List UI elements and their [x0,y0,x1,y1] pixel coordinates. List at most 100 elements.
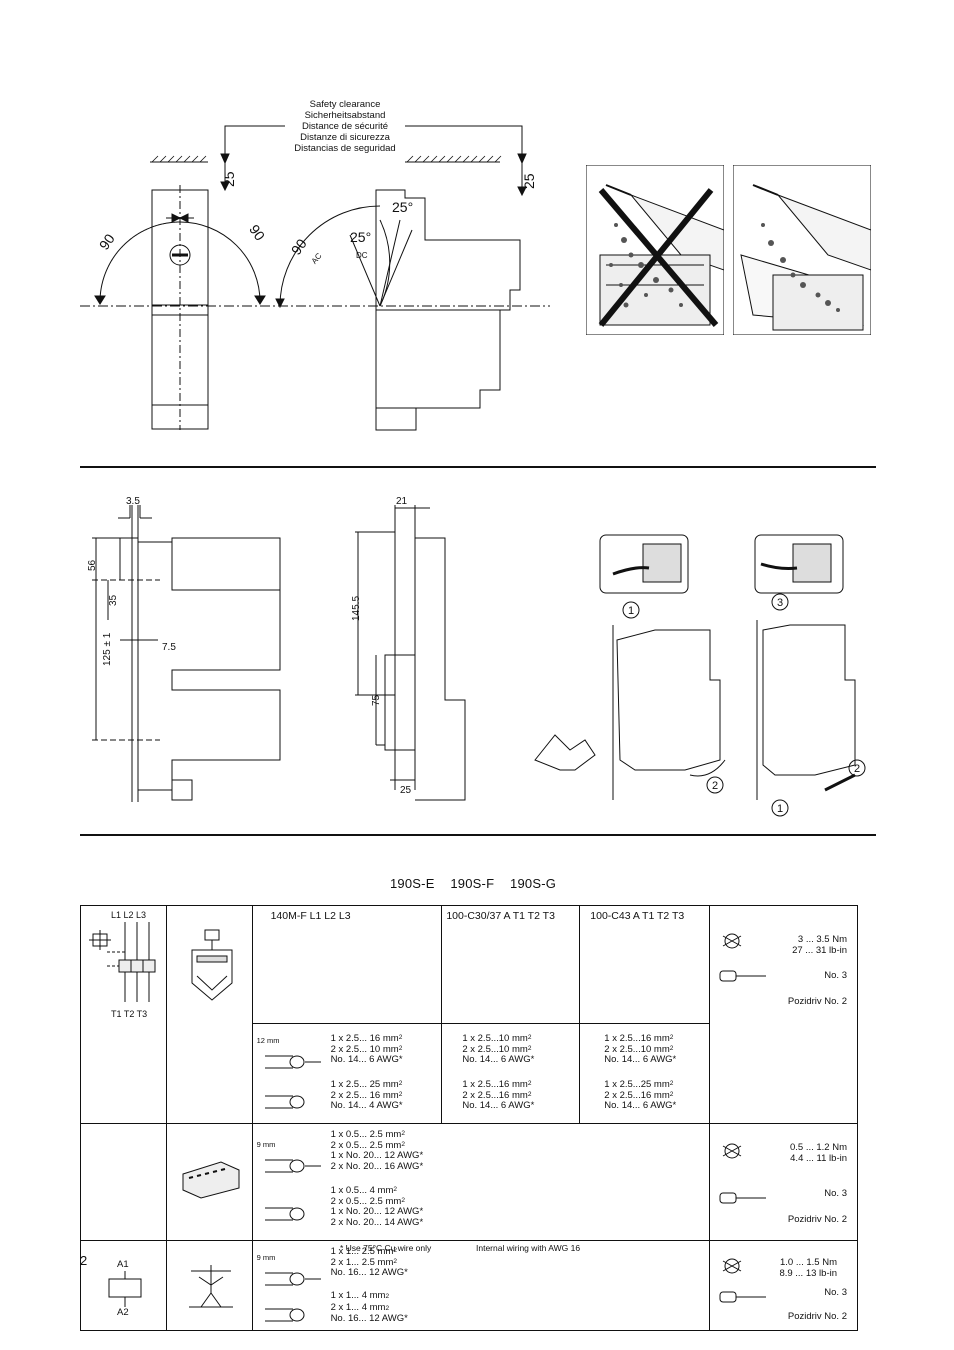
wire-spec-line: No. 14... 6 AWG* [462,1100,535,1111]
wire-spec-line: 1 x 1... 4 mm [330,1290,386,1301]
wire-spec-line: 2 x No. 20... 16 AWG* [330,1160,424,1172]
sup: 2 [393,1257,398,1265]
pozidriv-row3: Pozidriv No. 2 [787,1311,847,1322]
sup: 2 [669,1080,674,1087]
wire-spec-line: 1 x 0.5... 4 mm [330,1185,394,1196]
torque-row3: 1.0 ... 1.5 Nm 8.9 ... 13 lb-in [716,1257,847,1279]
step-2-a: 2 [712,780,718,792]
screw-icon [722,1143,742,1159]
sup: 2 [393,1247,398,1254]
torque-lbin-row3: 8.9 ... 13 lb-in [779,1268,837,1279]
aux-empty-cell [80,1123,167,1241]
wire-spec-line: 1 x 1... 2.5 mm [330,1246,394,1257]
wire-140m-f-b: 1 x 2.5... 25 mm2 2 x 2.5... 16 mm2 No. … [331,1079,403,1112]
screwdriver-icon [719,1192,767,1204]
sup: 2 [669,1044,674,1052]
mounting-steps-diagram: 1 2 3 2 1 [534,534,866,817]
torque-lbin-row1: 27 ... 31 lb-in [792,945,847,956]
dim-35: 35 [108,594,119,606]
wire-spec-line: No. 14... 6 AWG* [330,1054,403,1065]
drilling-illustration-correct [733,165,871,335]
coil-terminal-icon [188,1265,233,1308]
coil-a2-label: A2 [117,1307,129,1318]
screwdriver-icon [719,1291,767,1303]
driver-no-row3: No. 3 [824,1287,847,1298]
sup: 2 [669,1034,674,1041]
coil-a1-label: A1 [117,1259,129,1270]
divider-top [80,466,876,468]
terminal-labels-bottom: T1 T2 T3 [111,1009,148,1019]
col-header-100-c43: 100-C43 A T1 T2 T3 [579,905,711,1024]
strip-length-row3: 9 mm [256,1253,276,1262]
wire-spec-line: 2 x 2.5...16 mm [604,1089,670,1101]
torque-row2: 0.5 ... 1.2 Nm 4.4 ... 11 lb-in [716,1142,847,1164]
footnote-internal-wiring: Internal wiring with AWG 16 [476,1243,581,1253]
dimension-drawing-side: 3.5 56 35 7.5 125 ± 1 [87,496,281,802]
wire-spec-line: 2 x 2.5...16 mm [462,1089,528,1101]
wire-spec-line: 2 x 0.5... 2.5 mm [330,1195,402,1207]
coil-schematic: A1 A2 [80,1240,167,1331]
step-1-b: 1 [777,803,783,815]
model-caption: 190S-E 190S-F 190S-G [390,876,568,891]
torque-row1: 3 ... 3.5 Nm 27 ... 31 lb-in [716,934,847,956]
wire-spec-line: 2 x 0.5... 2.5 mm [330,1139,402,1151]
wire-spec-line: No. 16... 12 AWG* [330,1313,408,1324]
wire-coil-a: 1 x 1... 2.5 mm2 2 x 1... 2.5 mm2 No. 16… [330,1246,408,1279]
strip-length-row1: 12 mm [256,1036,280,1045]
torque-nm-row1: 3 ... 3.5 Nm [797,934,847,945]
wire-cell-100-c30: 1 x 2.5...10 mm2 2 x 2.5...10 mm2 No. 14… [441,1023,581,1124]
wire-140m-f-a: 1 x 2.5... 16 mm2 2 x 2.5... 10 mm2 No. … [330,1033,403,1066]
wire-spec-line: 2 x 2.5...10 mm [604,1043,670,1055]
torque-cell-row1: 3 ... 3.5 Nm 27 ... 31 lb-in No. 3 Pozid… [709,905,858,1124]
sup: 2 [527,1080,532,1087]
wire-spec-line: 1 x No. 20... 12 AWG* [330,1206,424,1217]
divider-bottom [80,834,876,836]
torque-lbin-row2: 4.4 ... 11 lb-in [790,1153,847,1164]
clearance-label-fr: Distance de sécurité [302,121,388,132]
torque-nm-row3: 1.0 ... 1.5 Nm [779,1257,837,1268]
screw-icon [722,1258,742,1274]
strip-length-row2: 9 mm [256,1140,276,1149]
drilling-illustration-wrong [586,165,724,335]
wire-spec-line: 2 x 2.5...10 mm [462,1043,528,1055]
sup: 2 [401,1196,405,1204]
dim-75: 75 [371,694,382,706]
pozidriv-row2: Pozidriv No. 2 [787,1214,847,1225]
wire-aux-b: 1 x 0.5... 4 mm2 2 x 0.5... 2.5 mm2 1 x … [330,1185,424,1228]
torque-nm-row2: 0.5 ... 1.2 Nm [789,1142,847,1153]
sup: 2 [398,1090,403,1098]
clearance-label-it: Distanze di sicurezza [300,132,390,143]
dim-3-5: 3.5 [126,496,140,507]
wire-c43-b: 1 x 2.5...25 mm2 2 x 2.5...16 mm2 No. 14… [604,1079,676,1112]
sup: 2 [401,1140,405,1148]
wire-spec-line: 1 x 2.5... 16 mm [330,1033,399,1044]
wire-spec-line: 1 x 2.5...10 mm [462,1033,528,1044]
dimension-drawing-rail: 21 145.5 75 25 [351,496,466,801]
pozidriv-row1: Pozidriv No. 2 [787,996,847,1007]
screwdriver-icon [719,970,767,982]
dim-125: 125 ± 1 [102,632,113,666]
clearance-label-es: Distancias de seguridad [294,143,395,154]
wire-aux-a: 1 x 0.5... 2.5 mm2 2 x 0.5... 2.5 mm2 1 … [330,1129,424,1172]
coil-terminal-illustration [165,1240,253,1331]
sup: 2 [398,1044,403,1052]
angle-90-left: 90 [96,231,118,253]
dim-25-right: 25 [521,173,537,189]
wire-spec-line: 1 x 2.5...16 mm [604,1033,670,1044]
wire-spec-line: 2 x 1... 4 mm [330,1301,386,1313]
wire-spec-line: No. 14... 6 AWG* [604,1054,677,1065]
wiring-spec-table: L1 L2 L3 T1 T2 T3 [80,905,858,1331]
wire-c30-b: 1 x 2.5...16 mm2 2 x 2.5...16 mm2 No. 14… [462,1079,535,1112]
screw-icon [722,933,742,949]
wire-spec-line: 2 x No. 20... 14 AWG* [330,1216,424,1228]
sup: 2 [385,1293,390,1300]
coil-symbol [108,1271,142,1307]
torque-cell-row2: 0.5 ... 1.2 Nm 4.4 ... 11 lb-in No. 3 Po… [709,1123,858,1241]
wire-spec-line: 1 x No. 20... 12 AWG* [330,1150,424,1161]
wire-coil-b: 1 x 1... 4 mm2 2 x 1... 4 mm2 No. 16... … [330,1290,408,1325]
model-190s-e: 190S-E [390,876,435,891]
wire-spec-line: 2 x 1... 2.5 mm [330,1256,394,1268]
step-3: 3 [777,597,783,609]
wire-ferrule-icon [264,1055,321,1109]
clearance-diagram: Safety clearance Sicherheitsabstand Dist… [80,99,550,431]
